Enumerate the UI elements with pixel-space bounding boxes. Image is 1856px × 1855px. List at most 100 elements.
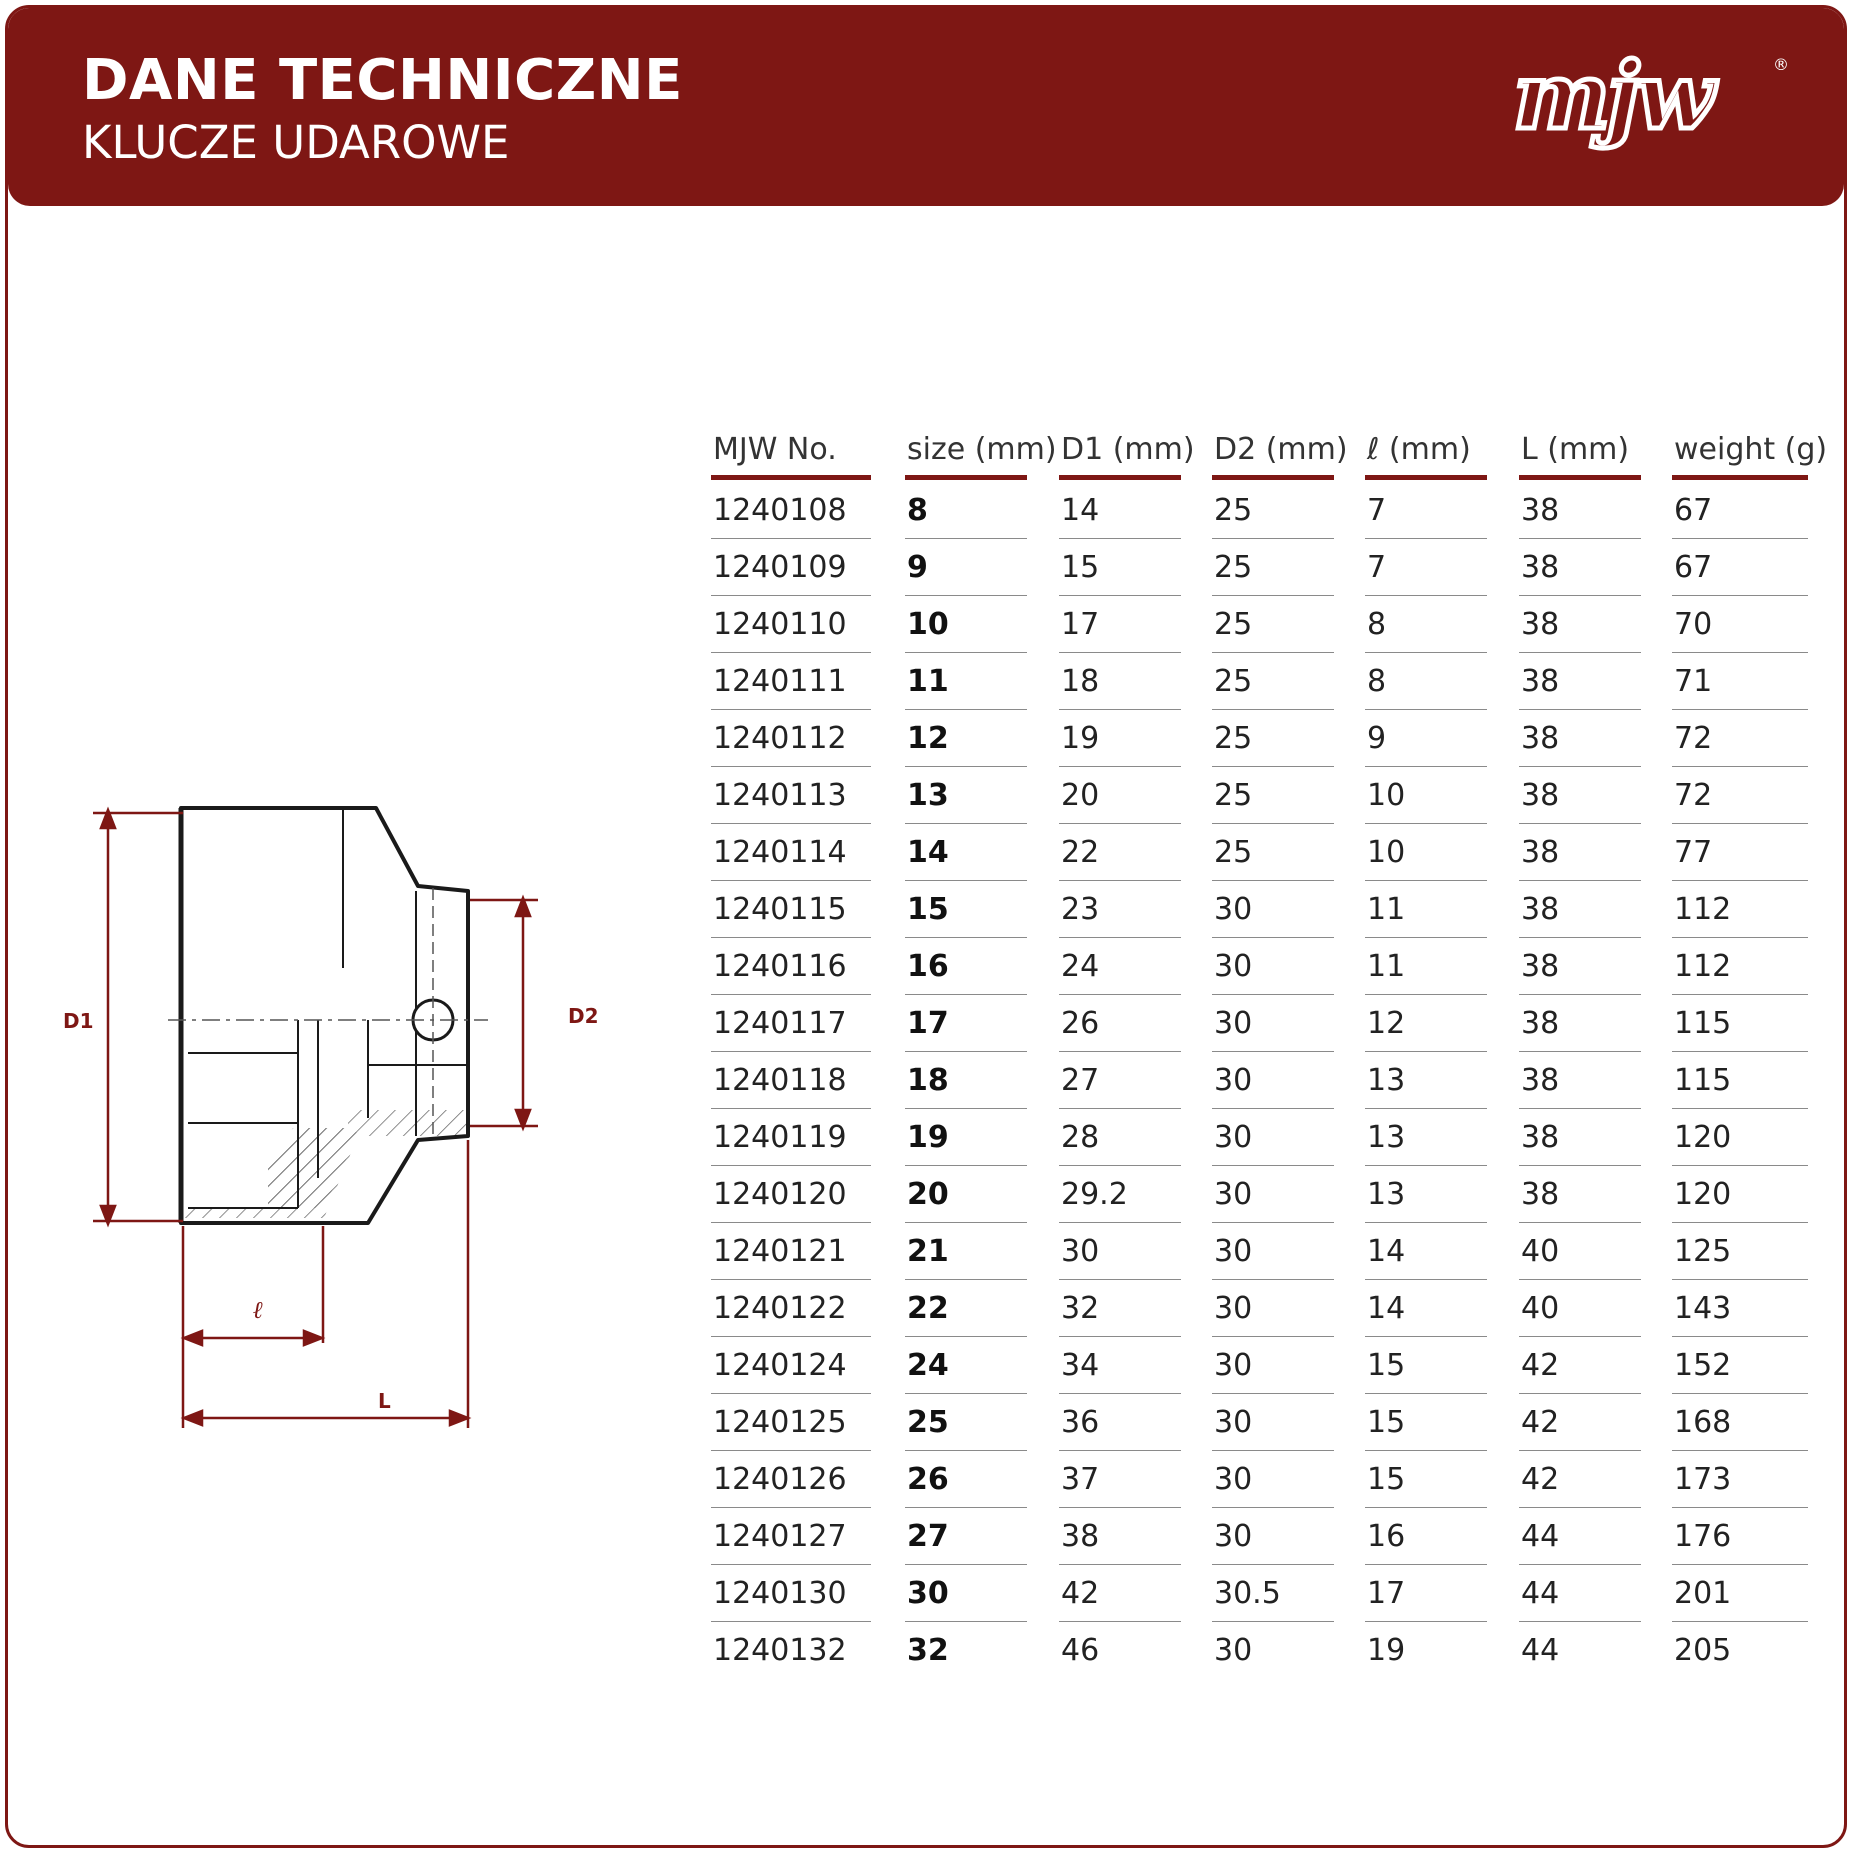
table-cell: 115 [1672, 1052, 1808, 1109]
table-cell: 42 [1519, 1337, 1641, 1394]
column-header: L (mm) [1519, 420, 1641, 480]
table-cell: 38 [1519, 539, 1641, 596]
table-cell: 120 [1672, 1109, 1808, 1166]
table-cell: 112 [1672, 938, 1808, 995]
table-cell: 173 [1672, 1451, 1808, 1508]
table-cell: 14 [1365, 1223, 1487, 1280]
table-cell: 67 [1672, 539, 1808, 596]
table-cell: 46 [1061, 1633, 1100, 1668]
table-cell: 40 [1519, 1280, 1641, 1337]
table-cell: 1240117 [711, 995, 871, 1052]
table-cell: 1240108 [711, 482, 871, 539]
table-cell: 1240115 [711, 881, 871, 938]
table-cell: 112 [1672, 881, 1808, 938]
table-cell: 1240127 [711, 1508, 871, 1565]
page-subtitle: KLUCZE UDAROWE [82, 116, 510, 169]
table-cell: 26 [1059, 995, 1181, 1052]
table-cell: 30 [1212, 1337, 1334, 1394]
table-cell: 30 [1212, 1451, 1334, 1508]
label-l-small: ℓ [253, 1295, 263, 1324]
table-cell: 32 [1059, 1280, 1181, 1337]
table-cell: 1240113 [711, 767, 871, 824]
table-cell: 120 [1672, 1166, 1808, 1223]
column-header: size (mm) [905, 420, 1057, 480]
table-cell: 16 [1365, 1508, 1487, 1565]
table-cell: 28 [1059, 1109, 1181, 1166]
table-cell: 13 [905, 767, 1027, 824]
table-cell: 24 [905, 1337, 1027, 1394]
table-cell: 17 [1059, 596, 1181, 653]
table-cell: 72 [1672, 710, 1808, 767]
table-cell: 14 [1059, 482, 1181, 539]
table-cell: 29.2 [1059, 1166, 1181, 1223]
table-cell: 27 [905, 1508, 1027, 1565]
table-cell: 30 [1212, 1109, 1334, 1166]
table-cell: 42 [1519, 1394, 1641, 1451]
mjw-logo: mjw ® [1511, 48, 1790, 153]
table-cell: 11 [905, 653, 1027, 710]
socket-cross-section-diagram: D1 D2 ℓ L [63, 806, 599, 1428]
table-cell: 25 [1212, 482, 1334, 539]
table-cell: 44 [1519, 1565, 1641, 1622]
table-cell: 125 [1672, 1223, 1808, 1280]
page-frame: DANE TECHNICZNE KLUCZE UDAROWE mjw ® [5, 5, 1847, 1848]
table-cell: 67 [1672, 482, 1808, 539]
table-cell: 8 [905, 482, 1027, 539]
table-cell: 7 [1365, 482, 1487, 539]
table-cell: 38 [1519, 1166, 1641, 1223]
table-cell: 30 [1214, 1633, 1253, 1668]
table-cell: 15 [1365, 1337, 1487, 1394]
table-cell: 8 [1365, 653, 1487, 710]
table-cell: 30 [1212, 1223, 1334, 1280]
column-header: ℓ (mm) [1365, 420, 1487, 480]
table-cell: 38 [1519, 1109, 1641, 1166]
table-cell: 38 [1519, 653, 1641, 710]
table-cell: 30 [1212, 1508, 1334, 1565]
table-cell: 38 [1519, 482, 1641, 539]
table-cell: 77 [1672, 824, 1808, 881]
table-cell: 20 [1059, 767, 1181, 824]
table-cell: 38 [1519, 938, 1641, 995]
table-cell: 25 [1212, 710, 1334, 767]
table-cell: 44 [1521, 1633, 1560, 1668]
column-header: weight (g) [1672, 420, 1827, 480]
table-cell: 25 [1212, 596, 1334, 653]
table-cell: 13 [1365, 1166, 1487, 1223]
table-cell: 1240121 [711, 1223, 871, 1280]
table-cell: 1240118 [711, 1052, 871, 1109]
table-cell: 15 [1059, 539, 1181, 596]
table-cell: 12 [1365, 995, 1487, 1052]
table-cell: 25 [1212, 767, 1334, 824]
table-cell: 25 [905, 1394, 1027, 1451]
table-cell: 16 [905, 938, 1027, 995]
table-cell: 38 [1519, 710, 1641, 767]
table-cell: 38 [1519, 995, 1641, 1052]
table-cell: 72 [1672, 767, 1808, 824]
table-cell: 17 [1365, 1565, 1487, 1622]
table-cell: 15 [1365, 1451, 1487, 1508]
table-cell: 42 [1519, 1451, 1641, 1508]
table-cell: 22 [905, 1280, 1027, 1337]
table-cell: 38 [1519, 767, 1641, 824]
table-cell: 42 [1059, 1565, 1181, 1622]
table-cell: 11 [1365, 938, 1487, 995]
table-cell: 14 [905, 824, 1027, 881]
logo-text: mjw [1513, 48, 1718, 150]
table-cell: 9 [905, 539, 1027, 596]
table-cell: 12 [905, 710, 1027, 767]
table-cell: 17 [905, 995, 1027, 1052]
table-cell: 10 [1365, 767, 1487, 824]
table-cell: 1240125 [711, 1394, 871, 1451]
table-cell: 1240111 [711, 653, 871, 710]
table-cell: 1240124 [711, 1337, 871, 1394]
table-cell: 38 [1519, 1052, 1641, 1109]
table-cell: 37 [1059, 1451, 1181, 1508]
table-cell: 21 [905, 1223, 1027, 1280]
table-cell: 14 [1365, 1280, 1487, 1337]
header-banner: DANE TECHNICZNE KLUCZE UDAROWE mjw ® [8, 8, 1844, 206]
table-cell: 168 [1672, 1394, 1808, 1451]
table-cell: 32 [907, 1633, 949, 1668]
table-cell: 27 [1059, 1052, 1181, 1109]
table-cell: 1240132 [713, 1633, 847, 1668]
table-cell: 36 [1059, 1394, 1181, 1451]
